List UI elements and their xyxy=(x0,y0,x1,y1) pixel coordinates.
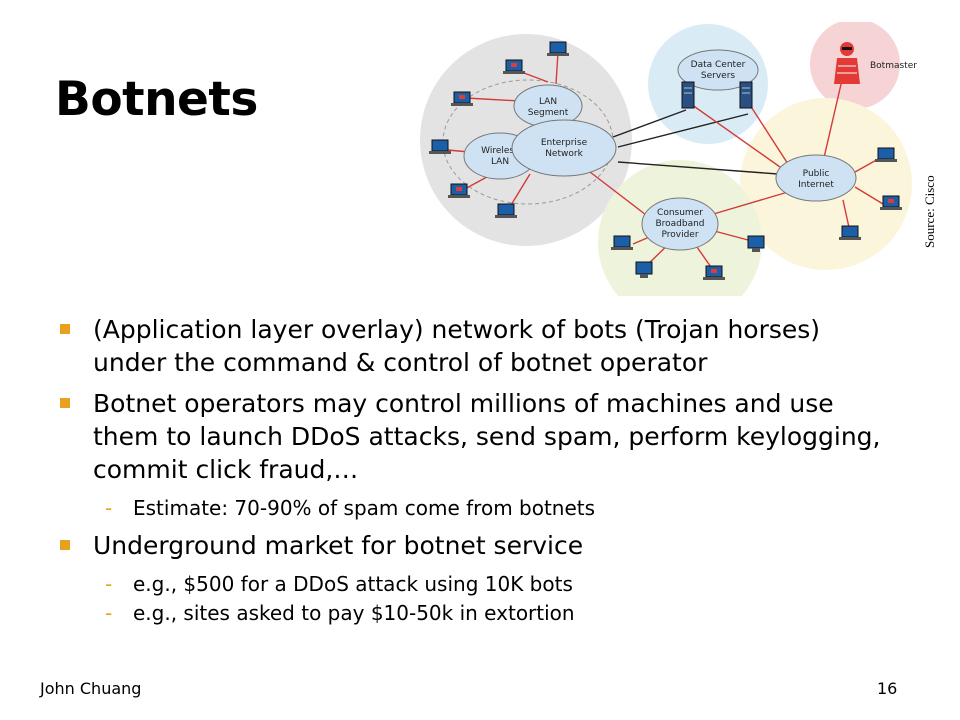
bullet-item: Underground market for botnet service xyxy=(58,529,888,562)
laptop-icon xyxy=(495,203,517,218)
dash-marker-icon: - xyxy=(105,496,113,520)
enterprise-label-line2: Network xyxy=(545,149,583,159)
internet-label-line1: Public xyxy=(803,169,830,179)
sub-bullet-text: Estimate: 70-90% of spam come from botne… xyxy=(133,496,596,520)
wireless-label-line2: LAN xyxy=(491,157,509,167)
botmaster-label: Botmaster xyxy=(870,61,917,71)
footer-author: John Chuang xyxy=(40,679,142,698)
bullet-text: (Application layer overlay) network of b… xyxy=(93,315,821,377)
dash-marker-icon: - xyxy=(105,572,113,596)
source-credit: Source: Cisco xyxy=(922,175,937,248)
sub-bullet-item: - e.g., sites asked to pay $10-50k in ex… xyxy=(58,598,888,628)
bullet-list: (Application layer overlay) network of b… xyxy=(58,313,888,634)
public-internet-cloud: Public Internet xyxy=(775,154,857,202)
bullet-item: (Application layer overlay) network of b… xyxy=(58,313,888,379)
consumer-label-line1: Consumer xyxy=(657,208,703,218)
bullet-marker-icon xyxy=(60,398,70,408)
laptop-icon xyxy=(611,235,633,250)
botmaster-icon xyxy=(834,42,860,84)
laptop-icon xyxy=(448,183,470,198)
desktop-icon xyxy=(635,261,653,278)
consumer-label-line3: Provider xyxy=(661,230,698,240)
datacenter-label-line2: Servers xyxy=(701,71,736,81)
page-number: 16 xyxy=(877,679,898,698)
bullet-marker-icon xyxy=(60,324,70,334)
datacenter-label-line1: Data Center xyxy=(691,60,746,70)
sub-bullet-text: e.g., $500 for a DDoS attack using 10K b… xyxy=(133,572,573,596)
consumer-broadband-cloud: Consumer Broadband Provider xyxy=(641,197,719,251)
bullet-marker-icon xyxy=(60,540,70,550)
internet-label-line2: Internet xyxy=(798,180,834,190)
bullet-text: Botnet operators may control millions of… xyxy=(93,389,881,484)
datacenter-cloud: Data Center Servers xyxy=(677,49,759,91)
laptop-icon xyxy=(429,139,451,154)
laptop-icon xyxy=(503,59,525,74)
enterprise-label-line1: Enterprise xyxy=(541,138,588,148)
botnet-network-diagram: LAN Segment Wireless LAN Enterprise Netw… xyxy=(420,22,917,296)
sub-bullet-item: - Estimate: 70-90% of spam come from bot… xyxy=(58,493,888,523)
enterprise-network-cloud: Enterprise Network xyxy=(511,119,617,177)
wireless-label-line1: Wireless xyxy=(481,146,519,156)
laptop-icon xyxy=(875,147,897,162)
laptop-icon xyxy=(451,91,473,106)
bullet-text: Underground market for botnet service xyxy=(93,531,584,560)
laptop-icon xyxy=(703,265,725,280)
laptop-icon xyxy=(547,41,569,56)
server-icon xyxy=(681,81,695,109)
bullet-item: Botnet operators may control millions of… xyxy=(58,387,888,486)
lan-label-line1: LAN xyxy=(539,97,557,107)
dash-marker-icon: - xyxy=(105,601,113,625)
laptop-icon xyxy=(880,195,902,210)
sub-bullet-text: e.g., sites asked to pay $10-50k in exto… xyxy=(133,601,575,625)
consumer-label-line2: Broadband xyxy=(655,219,704,229)
slide-title: Botnets xyxy=(55,72,258,127)
desktop-icon xyxy=(747,235,765,252)
server-icon xyxy=(739,81,753,109)
sub-bullet-item: - e.g., $500 for a DDoS attack using 10K… xyxy=(58,569,888,599)
laptop-icon xyxy=(839,225,861,240)
lan-label-line2: Segment xyxy=(528,108,569,118)
lan-segment-cloud: LAN Segment xyxy=(513,84,583,128)
